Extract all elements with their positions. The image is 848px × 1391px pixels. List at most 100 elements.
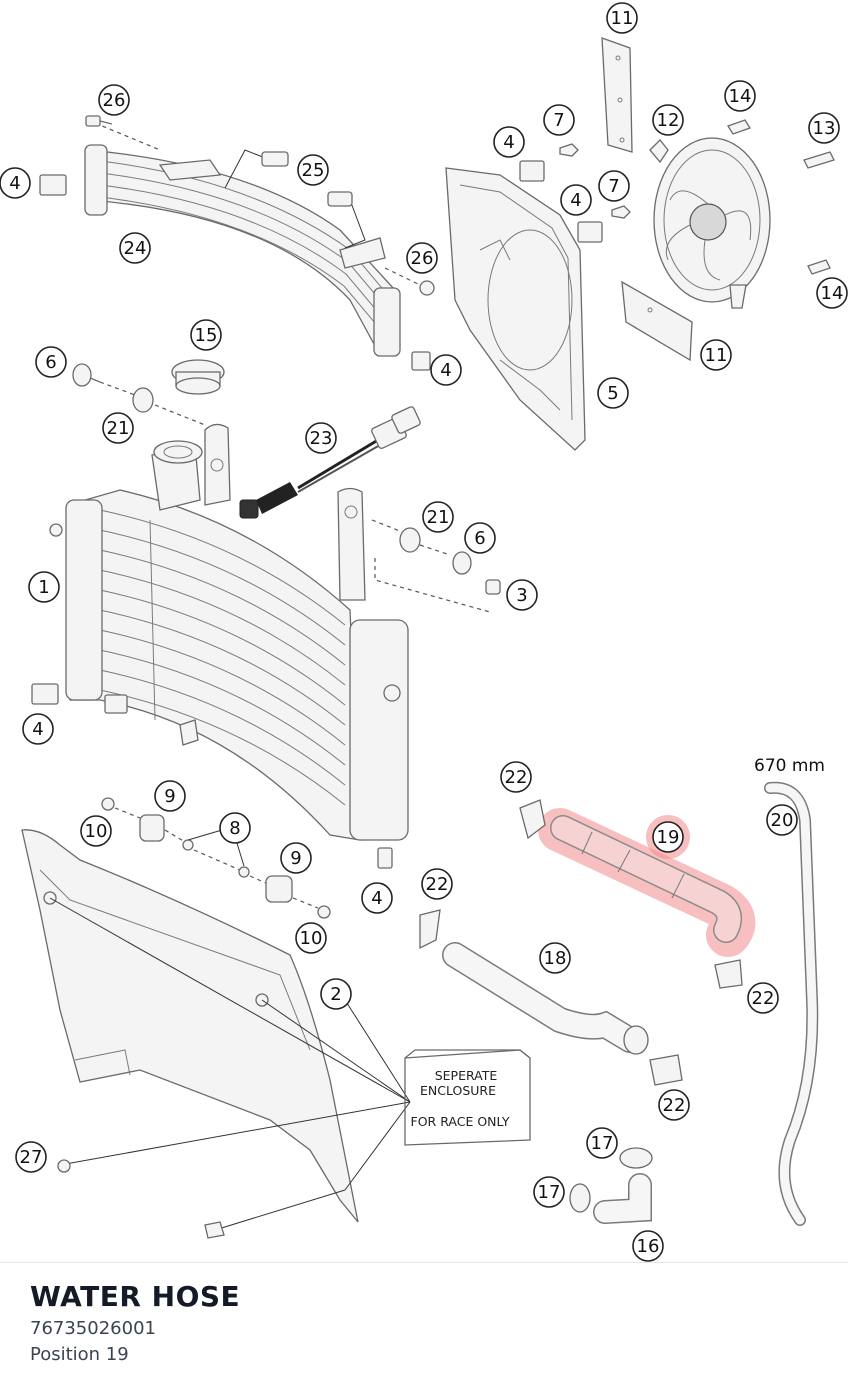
callout-23: 23 [305,422,337,454]
cooling-fan-part-12 [649,137,771,309]
svg-text:6: 6 [45,352,56,373]
callout-25: 25 [297,154,329,186]
radiator-nipple [49,523,63,537]
hose-length-label: 670 mm [754,756,825,776]
clip-part-4-left-top [39,174,67,196]
svg-text:2: 2 [330,984,341,1005]
part-name: WATER HOSE [30,1280,241,1313]
svg-text:4: 4 [32,719,43,740]
svg-text:4: 4 [371,888,382,909]
callout-4-mid: 4 [430,354,462,386]
callout-1: 1 [28,571,60,603]
callout-5: 5 [597,377,629,409]
clips-part-4-shroud [519,160,603,243]
callout-17-bottom: 17 [533,1176,565,1208]
svg-text:21: 21 [427,507,450,528]
svg-text:26: 26 [103,90,126,111]
callout-19-highlighted: 19 [646,815,690,859]
svg-text:11: 11 [611,8,634,29]
radiator-cap-part-15 [171,359,225,395]
nut-part-26 [419,280,435,296]
bolts-part-14-13 [727,119,835,275]
svg-text:22: 22 [505,767,528,788]
spacer-bolt-assembly-8-9-10 [101,797,331,919]
callout-22-top: 22 [500,761,532,793]
callout-21-left: 21 [102,412,134,444]
callout-12: 12 [652,104,684,136]
callout-9-right: 9 [280,842,312,874]
callout-13: 13 [808,112,840,144]
callout-22-bottom: 22 [658,1089,690,1121]
svg-text:4: 4 [440,360,451,381]
oil-cooler-part-24 [84,144,401,357]
callout-14-top: 14 [724,80,756,112]
svg-text:14: 14 [821,283,844,304]
bolt-part-27 [57,1159,71,1173]
svg-text:6: 6 [474,528,485,549]
clip-part-4-lower [377,847,393,869]
callout-11-top: 11 [606,2,638,34]
enclosure-line-1: SEPERATE [435,1068,498,1083]
water-hose-part-19-highlighted [538,808,756,957]
enclosure-line-2: ENCLOSURE [420,1083,496,1098]
callout-2: 2 [320,978,352,1010]
svg-text:26: 26 [411,248,434,269]
callout-11-bottom: 11 [700,339,732,371]
svg-text:25: 25 [302,160,325,181]
callout-15: 15 [190,319,222,351]
callout-7-mid: 7 [598,170,630,202]
part-number: 76735026001 [30,1318,156,1339]
callout-20: 20 [766,804,798,836]
part-info-panel [0,1262,848,1391]
svg-text:15: 15 [195,325,218,346]
callout-21-right: 21 [422,501,454,533]
svg-text:16: 16 [637,1236,660,1257]
radiator-cover-part-2 [21,829,359,1223]
callout-22-right: 22 [747,982,779,1014]
part-position: Position 19 [30,1344,129,1365]
clip-part-4-mid [411,351,431,371]
svg-text:9: 9 [290,848,301,869]
svg-text:5: 5 [607,383,618,404]
bolt-part-26-top [85,115,113,127]
callout-16: 16 [632,1230,664,1262]
screws-part-7 [559,143,631,219]
bracket-part-11-bottom [621,280,693,362]
svg-text:18: 18 [544,948,567,969]
callout-4-shroud-mid: 4 [560,184,592,216]
callout-4-lower: 4 [361,882,393,914]
elbow-part-16 [593,1173,652,1224]
svg-text:14: 14 [729,86,752,107]
callout-17-top: 17 [586,1127,618,1159]
callout-9-left: 9 [154,780,186,812]
svg-text:10: 10 [300,928,323,949]
svg-text:17: 17 [591,1133,614,1154]
svg-text:11: 11 [705,345,728,366]
clip-part-4-left-bottom [31,683,59,705]
callout-8: 8 [219,812,251,844]
nut-part-3 [485,579,501,595]
svg-text:22: 22 [663,1095,686,1116]
svg-text:24: 24 [124,238,147,259]
bolt-part-6-right [452,551,472,575]
svg-text:7: 7 [553,110,564,131]
svg-text:4: 4 [9,173,20,194]
svg-text:20: 20 [771,810,794,831]
temperature-sensor-part-23 [239,406,421,519]
callout-26-top: 26 [98,84,130,116]
svg-text:8: 8 [229,818,240,839]
svg-text:9: 9 [164,786,175,807]
callout-27: 27 [15,1141,47,1173]
hose-part-18 [442,942,649,1055]
callout-22-mid: 22 [421,868,453,900]
exploded-parts-diagram: SEPERATE ENCLOSURE FOR RACE ONLY 11 26 1… [0,2,848,1262]
svg-text:10: 10 [85,821,108,842]
grommet-part-21-right [399,527,421,553]
callout-4-shroud-top: 4 [493,126,525,158]
svg-text:13: 13 [813,118,836,139]
callout-24: 24 [119,232,151,264]
svg-text:19: 19 [657,827,680,848]
callout-14-right: 14 [816,277,848,309]
callout-18: 18 [539,942,571,974]
bolt-cover-bottom [204,1221,225,1239]
